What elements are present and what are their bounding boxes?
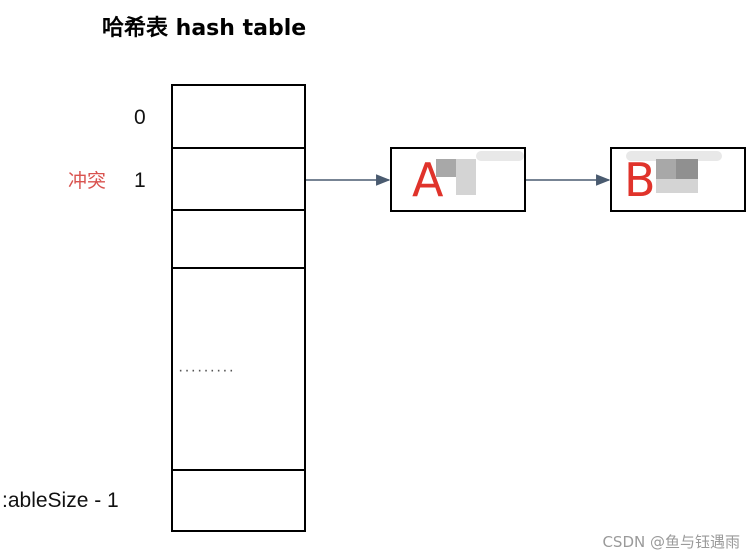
blurred-text xyxy=(626,151,722,161)
ellipsis: ········· xyxy=(178,362,235,379)
diagram-title: 哈希表 hash table xyxy=(102,16,307,41)
conflict-label: 冲突 xyxy=(68,170,107,192)
bucket-0 xyxy=(171,84,306,149)
blurred-text xyxy=(456,159,476,195)
row-index-0: 0 xyxy=(134,106,146,129)
blurred-text xyxy=(656,159,676,179)
row-index-last: :ableSize - 1 xyxy=(2,489,119,512)
node-b-label: B xyxy=(624,153,656,207)
blurred-text xyxy=(436,159,456,177)
blurred-text xyxy=(676,159,698,179)
bucket-last xyxy=(171,469,306,532)
blurred-text xyxy=(476,151,524,161)
bucket-middle xyxy=(171,267,306,471)
bucket-1 xyxy=(171,147,306,211)
row-index-1: 1 xyxy=(134,169,146,192)
chain-node-a: A xyxy=(390,147,526,212)
chain-node-b: B xyxy=(610,147,746,212)
blurred-text xyxy=(656,179,698,193)
watermark: CSDN @鱼与钰遇雨 xyxy=(602,533,740,551)
